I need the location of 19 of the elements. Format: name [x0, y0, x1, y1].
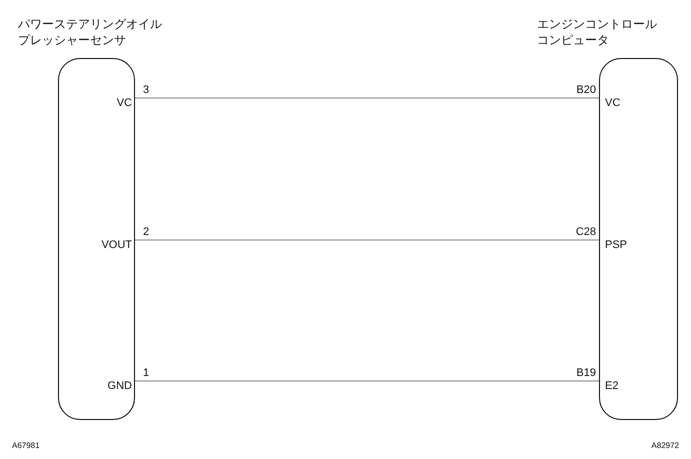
pin-number: B20: [576, 84, 596, 97]
terminal-name: GND: [108, 380, 132, 393]
pin-number: 3: [143, 84, 150, 97]
wire: [135, 380, 599, 382]
terminal-name: VC: [605, 97, 620, 110]
wire: [135, 239, 599, 241]
wire: [135, 97, 599, 99]
pin-number: 1: [143, 367, 150, 380]
terminal-name: E2: [605, 380, 618, 393]
pin-number: 2: [143, 226, 150, 239]
terminal-name: VOUT: [101, 239, 132, 252]
terminal-name: PSP: [605, 239, 628, 252]
terminal-name: VC: [116, 97, 132, 110]
component-name: エンジンコントロールコンピュータ: [537, 16, 658, 48]
pin-number: C28: [576, 226, 596, 239]
pin-number: B19: [576, 367, 596, 380]
component-name: パワーステアリングオイルプレッシャーセンサ: [18, 16, 163, 48]
figure-code: A67981: [12, 441, 40, 450]
figure-code: A82972: [651, 441, 679, 450]
